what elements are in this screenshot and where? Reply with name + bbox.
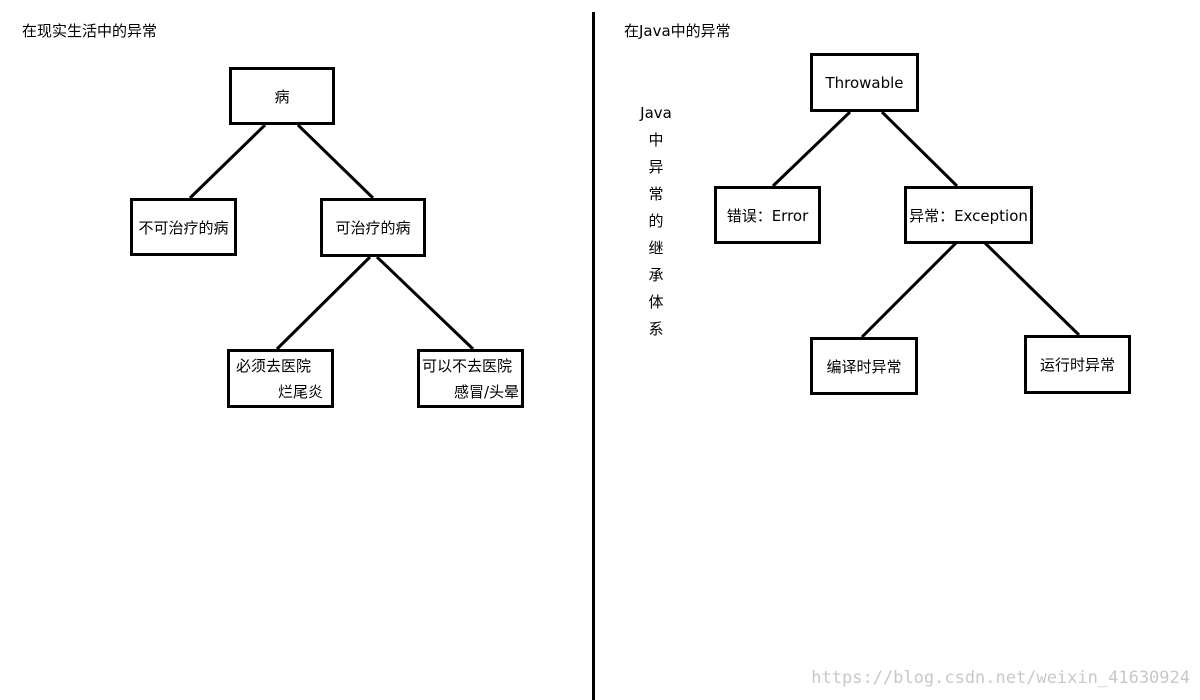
node-throwable: Throwable — [810, 53, 919, 112]
vertical-caption: Java 中 异 常 的 继 承 体 系 — [636, 100, 676, 343]
link-throwable-exception — [880, 110, 959, 188]
link-exception-checked — [860, 241, 958, 339]
vertical-caption-char: Java — [640, 104, 672, 122]
vertical-caption-char: 系 — [648, 320, 664, 338]
link-exception-runtime — [983, 241, 1081, 337]
node-hospital-optional-line1: 可以不去医院 — [422, 356, 513, 375]
node-throwable-label: Throwable — [825, 73, 904, 92]
node-incurable-disease: 不可治疗的病 — [130, 198, 237, 256]
node-hospital-required-line1: 必须去医院 — [236, 356, 312, 375]
node-hospital-optional: 可以不去医院 感冒/头晕 — [417, 349, 524, 408]
watermark-text: https://blog.csdn.net/weixin_41630924 — [811, 668, 1190, 688]
vertical-caption-char: 常 — [648, 185, 664, 203]
node-runtime-exception-label: 运行时异常 — [1039, 356, 1115, 374]
left-diagram-title: 在现实生活中的异常 — [22, 22, 158, 40]
node-curable-disease-label: 可治疗的病 — [335, 219, 411, 237]
node-hospital-optional-line2: 感冒/头晕 — [453, 382, 519, 401]
vertical-caption-char: 中 — [648, 131, 664, 149]
link-curable-nohospital — [375, 255, 475, 351]
node-incurable-disease-label: 不可治疗的病 — [138, 218, 229, 237]
node-hospital-required: 必须去医院 烂尾炎 — [227, 349, 334, 408]
node-exception: 异常：Exception — [904, 186, 1033, 244]
node-hospital-required-line2: 烂尾炎 — [277, 382, 323, 401]
node-checked-exception: 编译时异常 — [810, 337, 918, 395]
node-runtime-exception: 运行时异常 — [1024, 335, 1131, 394]
node-checked-exception-label: 编译时异常 — [826, 357, 902, 376]
section-divider — [592, 12, 595, 700]
right-diagram-title: 在Java中的异常 — [624, 22, 731, 40]
vertical-caption-char: 异 — [648, 158, 664, 176]
node-error: 错误：Error — [714, 186, 821, 244]
vertical-caption-char: 的 — [648, 212, 664, 230]
link-throwable-error — [771, 110, 852, 188]
vertical-caption-char: 承 — [648, 266, 664, 284]
link-root-curable — [296, 123, 375, 200]
node-curable-disease: 可治疗的病 — [320, 198, 426, 257]
link-curable-hospital — [275, 255, 372, 351]
node-disease-label: 病 — [274, 87, 290, 106]
node-exception-label: 异常：Exception — [909, 206, 1028, 225]
node-error-label: 错误：Error — [726, 206, 809, 225]
link-root-incurable — [188, 123, 267, 200]
node-disease: 病 — [229, 67, 335, 125]
vertical-caption-char: 继 — [648, 239, 664, 257]
vertical-caption-char: 体 — [648, 293, 664, 311]
